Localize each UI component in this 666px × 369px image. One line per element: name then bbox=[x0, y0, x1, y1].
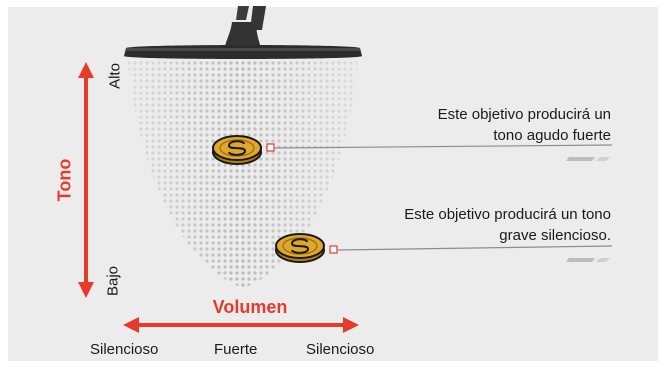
pitch-axis-title: Tono bbox=[54, 158, 75, 202]
gold-coin-icon bbox=[212, 135, 262, 165]
pitch-high-label: Alto bbox=[106, 63, 124, 89]
pitch-low-label: Bajo bbox=[104, 265, 122, 297]
detector-coil-icon bbox=[124, 6, 362, 59]
volume-label-right: Silencioso bbox=[306, 341, 375, 358]
target-2-leader bbox=[329, 245, 613, 262]
pitch-arrow bbox=[78, 62, 94, 298]
target-1-note: Este objetivo producirá un tono agudo fu… bbox=[437, 106, 611, 144]
volume-label-left: Silencioso bbox=[90, 341, 159, 358]
target-1-callout: Este objetivo producirá un tono agudo fu… bbox=[411, 104, 611, 146]
volume-label-center: Fuerte bbox=[214, 341, 258, 358]
target-1-leader bbox=[266, 143, 613, 161]
detection-field bbox=[128, 60, 358, 288]
target-2-callout: Este objetivo producirá un tono grave si… bbox=[373, 204, 611, 246]
gold-coin-icon bbox=[275, 233, 325, 263]
target-2-note: Este objetivo producirá un tono grave si… bbox=[404, 206, 611, 244]
volume-arrow bbox=[123, 317, 359, 333]
volume-axis-title: Volumen bbox=[212, 297, 288, 317]
